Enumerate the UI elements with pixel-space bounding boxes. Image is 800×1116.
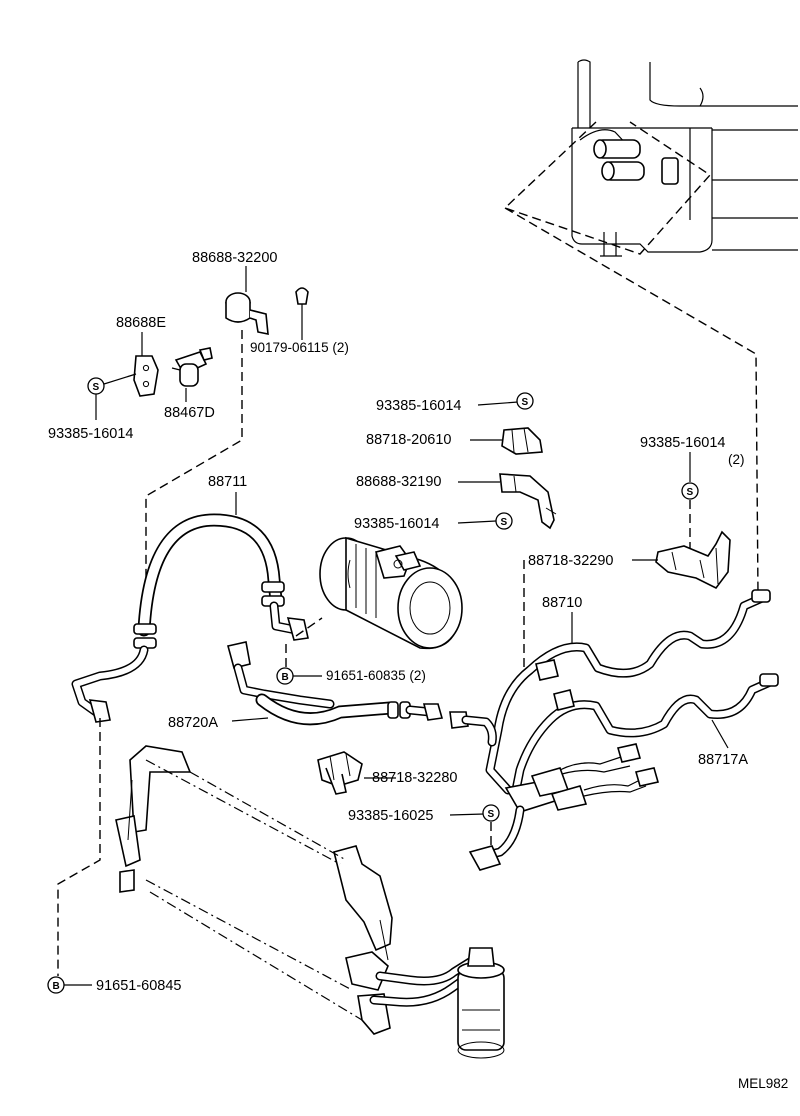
leader-condenser bbox=[57, 718, 101, 976]
svg-text:S: S bbox=[501, 517, 508, 528]
diagram-code: MEL982 bbox=[738, 1076, 788, 1091]
svg-text:S: S bbox=[93, 382, 100, 393]
svg-text:B: B bbox=[53, 981, 60, 992]
screw-symbol-right: S bbox=[681, 482, 699, 500]
condenser bbox=[115, 745, 475, 1035]
bracket-88688E bbox=[133, 355, 159, 397]
pipe-88710 bbox=[485, 589, 771, 795]
label-88718-32290: 88718-32290 bbox=[528, 553, 613, 569]
leader-88688-32200 bbox=[145, 330, 243, 616]
svg-text:B: B bbox=[282, 672, 289, 683]
screw-symbol-left: S bbox=[87, 377, 105, 395]
label-88710: 88710 bbox=[542, 595, 582, 611]
bolt-symbol-91651-60845: B bbox=[47, 976, 65, 994]
screw-symbol-16025: S bbox=[482, 804, 500, 822]
clamp-88718-20610 bbox=[501, 427, 543, 455]
pipe-88717A bbox=[511, 659, 779, 795]
label-93385-16025: 93385-16025 bbox=[348, 808, 433, 824]
label-88688-32190: 88688-32190 bbox=[356, 474, 441, 490]
label-93385-16014-right: 93385-16014 bbox=[640, 435, 725, 451]
label-91651-60845: 91651-60845 bbox=[96, 978, 181, 994]
pressure-switch-block bbox=[468, 743, 660, 871]
label-88720A: 88720A bbox=[168, 715, 218, 731]
label-91651-60835: 91651-60835 (2) bbox=[326, 668, 426, 683]
bracket-88718-32290 bbox=[655, 530, 731, 590]
label-88718-20610: 88718-20610 bbox=[366, 432, 451, 448]
svg-text:S: S bbox=[687, 487, 694, 498]
label-88688E: 88688E bbox=[116, 315, 166, 331]
label-88718-32280: 88718-32280 bbox=[372, 770, 457, 786]
clamp-88688-32200 bbox=[225, 292, 269, 335]
label-88711: 88711 bbox=[208, 474, 247, 490]
bracket-88718-32280 bbox=[317, 751, 363, 795]
bracket-88688-32190 bbox=[499, 473, 557, 530]
screw-symbol-top: S bbox=[516, 392, 534, 410]
svg-text:S: S bbox=[522, 397, 529, 408]
receiver-drier bbox=[457, 947, 505, 1059]
label-88717A: 88717A bbox=[698, 752, 748, 768]
hose-88720A bbox=[227, 641, 444, 726]
bolt-symbol-91651-60835: B bbox=[276, 667, 294, 685]
clip-90179-06115 bbox=[295, 287, 309, 305]
evaporator-unit bbox=[571, 59, 798, 257]
label-88688-32200: 88688-32200 bbox=[192, 250, 277, 266]
hose-88711 bbox=[71, 513, 309, 723]
union-joint bbox=[449, 711, 497, 747]
screw-symbol-mid: S bbox=[495, 512, 513, 530]
label-93385-16014-right-qty: (2) bbox=[728, 452, 745, 467]
compressor bbox=[319, 536, 463, 650]
label-90179-06115: 90179-06115 (2) bbox=[250, 340, 349, 355]
valve-88467D bbox=[171, 347, 213, 387]
label-93385-16014-top: 93385-16014 bbox=[376, 398, 461, 414]
label-93385-16014-left: 93385-16014 bbox=[48, 426, 133, 442]
label-93385-16014-mid: 93385-16014 bbox=[354, 516, 439, 532]
svg-text:S: S bbox=[488, 809, 495, 820]
evaporator-connection-leader bbox=[503, 121, 759, 595]
label-88467D: 88467D bbox=[164, 405, 215, 421]
